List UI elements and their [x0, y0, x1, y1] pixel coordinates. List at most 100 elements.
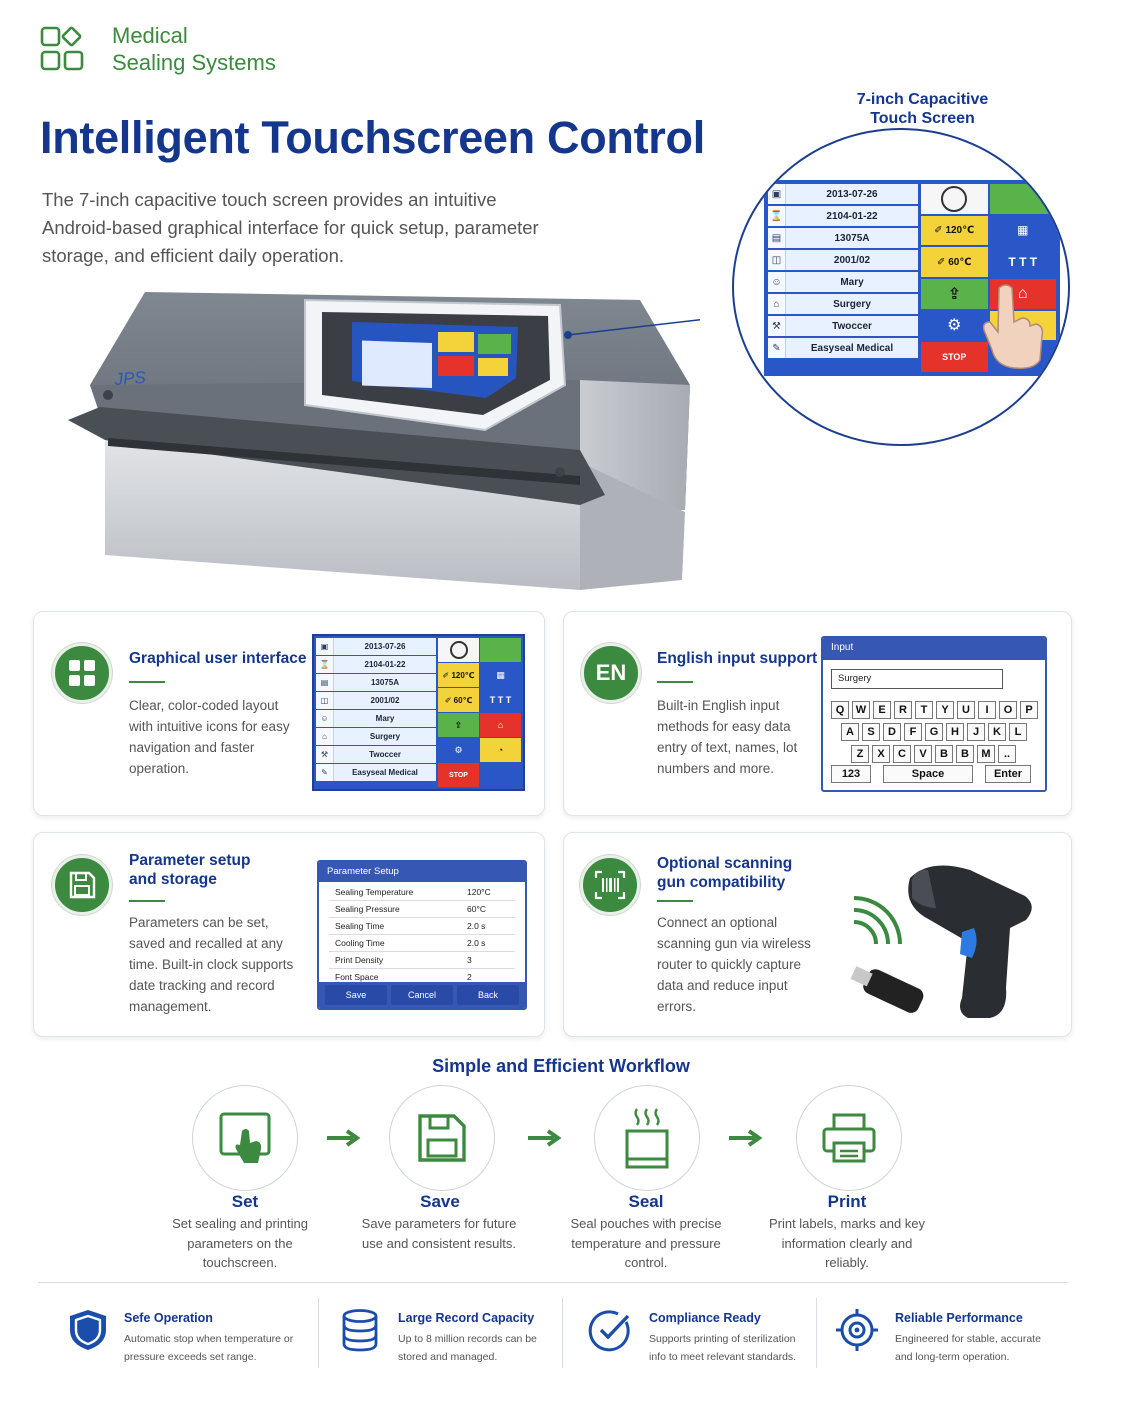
- keyboard-key[interactable]: V: [914, 745, 932, 763]
- font-size-tile[interactable]: T T T: [989, 247, 1056, 277]
- stop-button[interactable]: STOP: [921, 342, 988, 372]
- zoom-row-text: 2013-07-26: [826, 188, 878, 200]
- gui-row[interactable]: ▤13075A: [316, 674, 436, 691]
- run-tile[interactable]: [480, 763, 521, 787]
- numeric-key[interactable]: 123: [831, 765, 871, 783]
- pressure-tile[interactable]: ✐ 60℃: [438, 688, 479, 712]
- keyboard-key[interactable]: D: [883, 723, 901, 741]
- keyboard-key[interactable]: A: [841, 723, 859, 741]
- pressure-tile[interactable]: ✐ 60℃: [921, 247, 988, 277]
- pressure-icon: ✐: [444, 695, 452, 705]
- parameters-title-line-2: and storage: [129, 871, 217, 888]
- lock-icon: ▣: [768, 184, 786, 204]
- keyboard-key[interactable]: E: [873, 701, 891, 719]
- keyboard-key[interactable]: F: [904, 723, 922, 741]
- gui-row[interactable]: ☺Mary: [316, 710, 436, 727]
- keyboard-key[interactable]: X: [872, 745, 890, 763]
- keyboard-key[interactable]: L: [1009, 723, 1027, 741]
- keyboard-key[interactable]: P: [1020, 701, 1038, 719]
- keyboard-key[interactable]: Y: [936, 701, 954, 719]
- gui-row[interactable]: ⚒Twoccer: [316, 746, 436, 763]
- gui-row[interactable]: ✎Easyseal Medical: [316, 764, 436, 781]
- keyboard-key[interactable]: W: [852, 701, 870, 719]
- parameter-value: 3: [467, 955, 472, 965]
- temperature-tile[interactable]: ✐ 120℃: [921, 215, 988, 246]
- keyboard-key[interactable]: U: [957, 701, 975, 719]
- timer-icon: ⌛: [316, 656, 334, 673]
- lock-icon: ▣: [316, 638, 334, 655]
- zoom-row-text: Mary: [840, 276, 864, 288]
- zoom-row[interactable]: ☺Mary: [768, 272, 918, 292]
- gauge-tile[interactable]: ◔: [480, 738, 521, 762]
- zoom-row[interactable]: ◫2001/02: [768, 250, 918, 270]
- keyboard-key[interactable]: O: [999, 701, 1017, 719]
- printer-tile[interactable]: ▦: [480, 663, 521, 687]
- keyboard-key[interactable]: H: [946, 723, 964, 741]
- keyboard-key[interactable]: T: [915, 701, 933, 719]
- settings-tile[interactable]: ⚙: [921, 310, 988, 341]
- font-size-label: T T T: [1008, 255, 1038, 270]
- keyboard-key[interactable]: B: [935, 745, 953, 763]
- keyboard-key[interactable]: M: [977, 745, 995, 763]
- keyboard-key[interactable]: R: [894, 701, 912, 719]
- zoom-row[interactable]: ▤13075A: [768, 228, 918, 248]
- home-tile[interactable]: ⌂: [480, 713, 521, 737]
- enter-key[interactable]: Enter: [985, 765, 1031, 783]
- shield-icon: [70, 1310, 106, 1350]
- workflow-arrow-icon: [729, 1129, 763, 1147]
- clock-tile[interactable]: [921, 184, 988, 214]
- save-button[interactable]: Save: [325, 985, 387, 1005]
- gui-row-text: 2013-07-26: [364, 642, 406, 651]
- keyboard-key[interactable]: Q: [831, 701, 849, 719]
- zoom-row[interactable]: ⚒Twoccer: [768, 316, 918, 336]
- cancel-button[interactable]: Cancel: [391, 985, 453, 1005]
- keyboard-key[interactable]: ..: [998, 745, 1016, 763]
- keyboard-key[interactable]: S: [862, 723, 880, 741]
- space-key[interactable]: Space: [883, 765, 973, 783]
- zoom-row[interactable]: ▣ 2013-07-26: [768, 184, 918, 204]
- english-feature-title: English input support: [657, 650, 818, 667]
- zoom-row[interactable]: ⌂Surgery: [768, 294, 918, 314]
- bottom-separator: [318, 1298, 319, 1368]
- upload-tile[interactable]: ⇪: [921, 278, 988, 309]
- workflow-step-name: Print: [827, 1192, 867, 1211]
- gui-row[interactable]: ▣ 2013-07-26: [316, 638, 436, 655]
- gui-feature-title: Graphical user interface: [129, 650, 307, 667]
- keyboard-text-input[interactable]: Surgery: [831, 669, 1003, 689]
- zoom-row[interactable]: ✎Easyseal Medical: [768, 338, 918, 358]
- scanner-feature-description: Connect an optional scanning gun via wir…: [657, 915, 811, 1014]
- clock-icon: [941, 185, 968, 212]
- gui-row[interactable]: ◫2001/02: [316, 692, 436, 709]
- keyboard-key[interactable]: J: [967, 723, 985, 741]
- back-button[interactable]: Back: [457, 985, 519, 1005]
- keyboard-key[interactable]: K: [988, 723, 1006, 741]
- font-size-tile[interactable]: T T T: [480, 688, 521, 712]
- gui-row[interactable]: ⌂Surgery: [316, 728, 436, 745]
- keyboard-key[interactable]: G: [925, 723, 943, 741]
- settings-tile[interactable]: ⚙: [438, 738, 479, 762]
- upload-tile[interactable]: ⇪: [438, 713, 479, 737]
- temperature-tile[interactable]: ✐ 120℃: [438, 663, 479, 687]
- keyboard-key[interactable]: B: [956, 745, 974, 763]
- parameter-label: Sealing Temperature: [335, 887, 414, 897]
- printer-tile[interactable]: ▦: [989, 215, 1056, 246]
- clock-tile[interactable]: [438, 638, 479, 662]
- zoom-row-text: Twoccer: [832, 320, 872, 332]
- print-format-tile[interactable]: [989, 184, 1056, 214]
- keyboard-key[interactable]: I: [978, 701, 996, 719]
- print-format-tile[interactable]: [480, 638, 521, 662]
- zoom-row[interactable]: ⌛2104-01-22: [768, 206, 918, 226]
- upload-icon: ⇪: [454, 719, 463, 730]
- keyboard-key[interactable]: C: [893, 745, 911, 763]
- keyboard-key[interactable]: Z: [851, 745, 869, 763]
- stop-button[interactable]: STOP: [438, 763, 479, 787]
- parameter-value: 2.0 s: [467, 938, 486, 948]
- gui-row[interactable]: ⌛2104-01-22: [316, 656, 436, 673]
- brand-line-2: Sealing Systems: [112, 50, 276, 75]
